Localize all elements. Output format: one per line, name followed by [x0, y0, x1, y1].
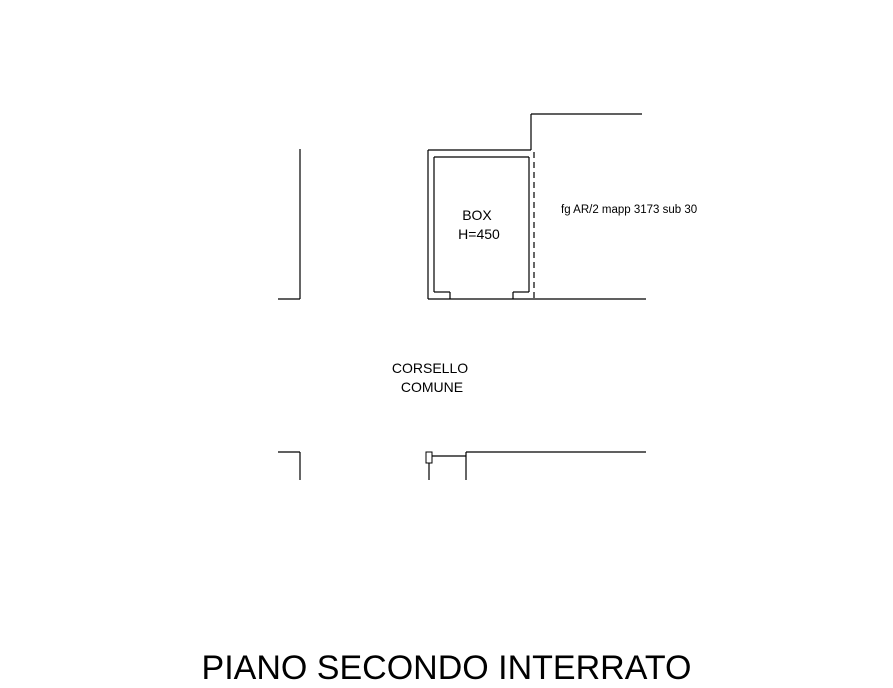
left-upper-wall: [278, 149, 301, 300]
floor-title: PIANO SECONDO INTERRATO: [201, 649, 692, 687]
box-label-line1: BOX: [462, 207, 492, 223]
adjacent-unit-wall: [530, 113, 642, 150]
box-unit-walls: [427, 149, 646, 300]
box-label-line2: H=450: [458, 226, 500, 242]
right-lower-wall: [425, 451, 646, 480]
common-area-label-line1: CORSELLO: [392, 360, 468, 376]
floor-plan: BOX H=450 fg AR/2 mapp 3173 sub 30 CORSE…: [278, 113, 697, 480]
left-lower-wall: [278, 451, 301, 480]
cadastral-reference: fg AR/2 mapp 3173 sub 30: [561, 204, 697, 216]
common-area-label-line2: COMUNE: [401, 379, 463, 395]
